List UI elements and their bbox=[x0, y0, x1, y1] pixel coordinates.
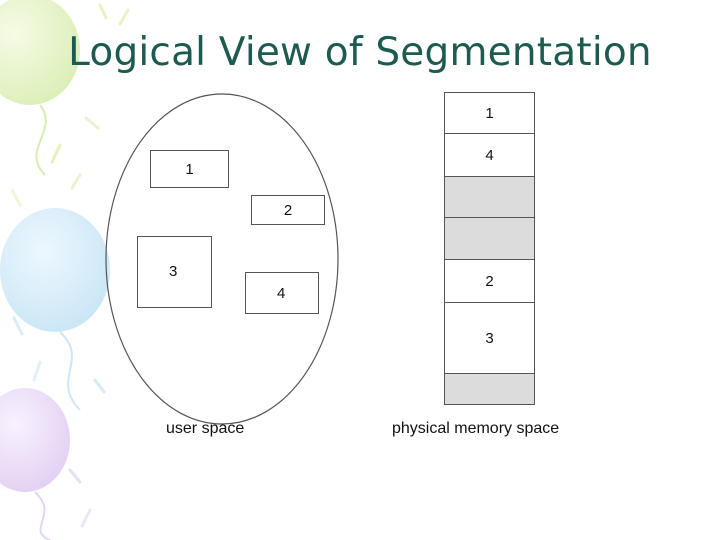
user-space-label: user space bbox=[166, 420, 245, 437]
physical-memory-label: physical memory space bbox=[392, 420, 560, 437]
confetti bbox=[10, 3, 130, 528]
segment-label: 2 bbox=[283, 201, 293, 219]
memory-block-3: 3 bbox=[444, 302, 535, 374]
memory-block-label: 4 bbox=[485, 146, 494, 164]
memory-block-2: 2 bbox=[444, 259, 535, 303]
memory-block-1: 1 bbox=[444, 92, 535, 134]
memory-block-label: 3 bbox=[485, 329, 494, 347]
memory-block-label: 1 bbox=[485, 104, 494, 122]
user-segment-3: 3 bbox=[137, 236, 212, 308]
memory-block-free bbox=[444, 373, 535, 405]
segment-label: 3 bbox=[169, 263, 178, 280]
memory-block-4: 4 bbox=[444, 133, 535, 177]
user-space-ellipse bbox=[105, 93, 339, 425]
memory-block-free bbox=[444, 176, 535, 218]
balloon-blue bbox=[0, 208, 110, 411]
user-segment-4: 4 bbox=[245, 272, 319, 314]
balloon-purple bbox=[0, 388, 70, 540]
memory-block-free bbox=[444, 217, 535, 260]
memory-block-label: 2 bbox=[485, 272, 494, 290]
balloon-green bbox=[0, 0, 80, 176]
user-segment-1: 1 bbox=[150, 150, 229, 188]
page-title: Logical View of Segmentation bbox=[68, 30, 652, 75]
user-segment-2: 2 bbox=[251, 195, 325, 225]
segment-label: 1 bbox=[185, 160, 194, 178]
segment-label: 4 bbox=[277, 284, 286, 302]
